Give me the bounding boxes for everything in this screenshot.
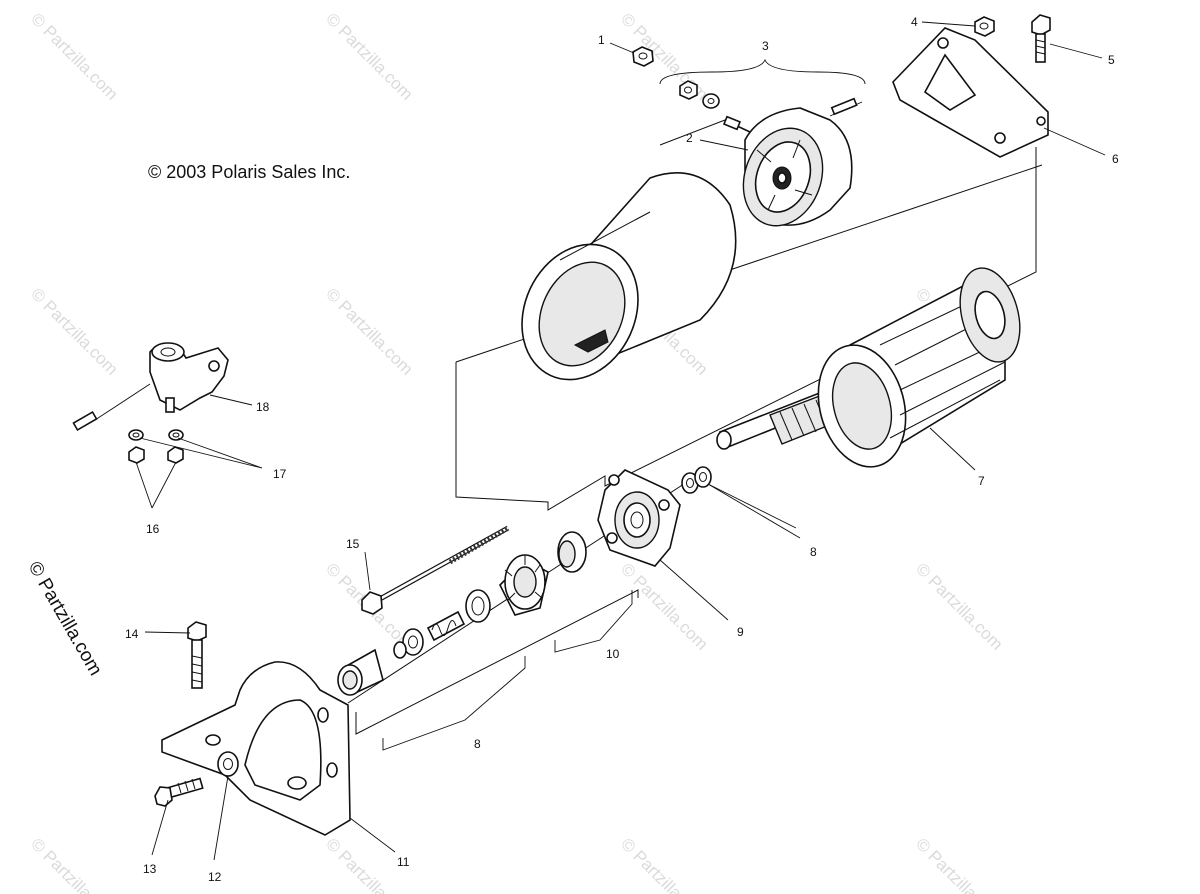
callout-labels: 1 2 3 4 5 6 7 8 9 10 8 11 12 13 14 15 16…: [125, 15, 1119, 884]
callout-10: 10: [606, 647, 620, 661]
callout-11: 11: [397, 855, 410, 869]
watermark: © Partzilla.com: [27, 9, 121, 103]
watermark: © Partzilla.com: [322, 284, 416, 378]
callout-5: 5: [1108, 53, 1115, 67]
callout-8-upper: 8: [810, 545, 817, 559]
callout-12: 12: [208, 870, 222, 884]
watermark: © Partzilla.com: [617, 834, 711, 894]
callout-7: 7: [978, 474, 985, 488]
bracket-part-6: [892, 27, 1049, 158]
watermark: © Partzilla.com: [322, 9, 416, 103]
drive-assembly-part-10: [499, 531, 587, 616]
watermark: © Partzilla.com: [27, 834, 121, 894]
through-bolt-part-15: [361, 525, 510, 615]
watermark: © Partzilla.com: [912, 559, 1006, 653]
copyright-notice: © 2003 Polaris Sales Inc.: [148, 162, 350, 182]
bolt-part-5: [1031, 14, 1051, 63]
callout-15: 15: [346, 537, 360, 551]
nut-part-1: [632, 46, 654, 67]
callout-8-lower: 8: [474, 737, 481, 751]
callout-9: 9: [737, 625, 744, 639]
callout-14: 14: [125, 627, 139, 641]
drive-kit-part-8-lower: [337, 589, 491, 696]
nut-part-4: [974, 16, 995, 37]
bolt-part-13: [154, 777, 204, 807]
nuts-part-16: [128, 446, 184, 464]
motor-housing: [521, 172, 737, 381]
watermark: © Partzilla.com: [27, 284, 121, 378]
solenoid-part-18: [72, 342, 229, 432]
callout-13: 13: [143, 862, 157, 876]
nut-washer-set-part-3: [679, 80, 720, 109]
end-plate-part-9: [597, 469, 681, 567]
mounting-bracket-part-11: [161, 661, 351, 836]
callout-17: 17: [273, 467, 287, 481]
callout-2: 2: [686, 131, 693, 145]
watermark: © Partzilla.com: [617, 559, 711, 653]
end-cap-part-2: [722, 97, 863, 227]
armature-part-7: [716, 267, 1021, 468]
callout-4: 4: [911, 15, 918, 29]
washer-set-part-8-upper: [681, 466, 712, 494]
callout-6: 6: [1112, 152, 1119, 166]
washer-part-12: [217, 751, 239, 777]
watermark: © Partzilla.com: [912, 834, 1006, 894]
side-watermark: © Partzilla.com: [24, 558, 106, 679]
callout-18: 18: [256, 400, 270, 414]
callout-1: 1: [598, 33, 605, 47]
washers-part-17: [128, 429, 184, 441]
callout-3: 3: [762, 39, 769, 53]
bolt-part-14: [187, 621, 207, 689]
leader-lines: [135, 21, 1106, 861]
callout-16: 16: [146, 522, 160, 536]
